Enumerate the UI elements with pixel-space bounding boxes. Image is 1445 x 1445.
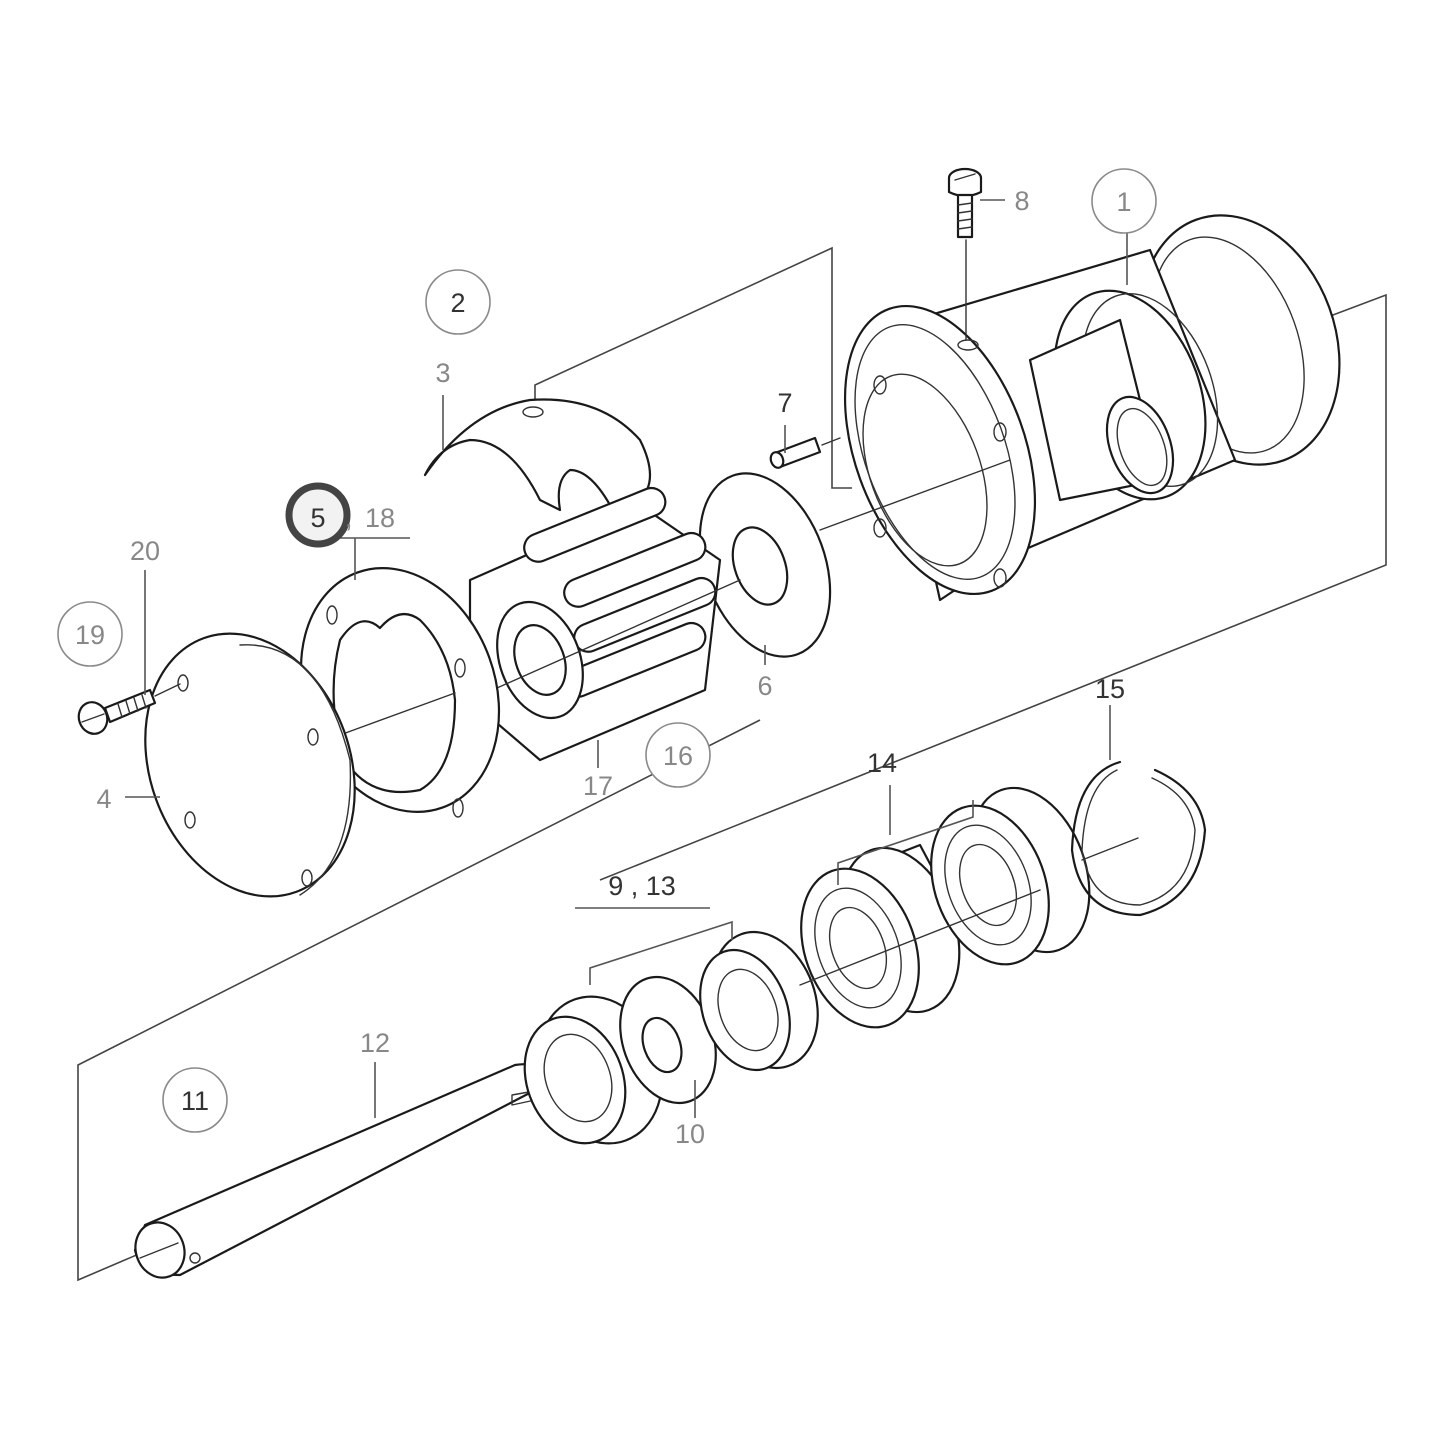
callout-label-8[interactable]: 8 — [1014, 186, 1029, 216]
upper-group-frame — [599, 293, 1387, 881]
callout-label-1: 1 — [1116, 187, 1131, 217]
callout-label-10[interactable]: 10 — [675, 1119, 705, 1149]
callout-label-7[interactable]: 7 — [777, 388, 792, 418]
callout-label-20[interactable]: 20 — [130, 536, 160, 566]
callout-1[interactable]: 1 — [1091, 168, 1157, 234]
bearing-part-front[interactable] — [780, 831, 980, 1044]
wear-plate-part[interactable] — [676, 455, 854, 675]
callout-label-3[interactable]: 3 — [435, 358, 450, 388]
callout-19[interactable]: 19 — [57, 601, 123, 667]
callout-label-9-13[interactable]: 9 , 13 — [608, 871, 676, 901]
callout-separator: , — [345, 503, 353, 533]
cover-part[interactable] — [110, 604, 390, 926]
circlip-part[interactable] — [1070, 760, 1207, 917]
cam-screw-part[interactable] — [947, 167, 983, 341]
callout-label-5: 5 — [310, 503, 325, 533]
callout-label-16: 16 — [663, 741, 693, 771]
callout-label-2: 2 — [450, 288, 465, 318]
callout-label-4[interactable]: 4 — [96, 784, 111, 814]
callout-label-6[interactable]: 6 — [757, 671, 772, 701]
callout-label-18[interactable]: 18 — [365, 503, 395, 533]
impeller-part[interactable] — [468, 484, 741, 762]
callout-16[interactable]: 16 — [645, 722, 711, 788]
callout-label-19: 19 — [75, 620, 105, 650]
callout-2[interactable]: 2 — [425, 269, 491, 335]
cam-part[interactable] — [423, 398, 651, 512]
callout-label-17[interactable]: 17 — [583, 771, 613, 801]
cover-screw-part[interactable] — [74, 683, 181, 738]
pump-housing-part[interactable] — [809, 187, 1373, 620]
callout-5-highlighted[interactable]: 5 — [285, 482, 351, 548]
spacer-part[interactable] — [684, 917, 836, 1083]
lower-axis — [799, 889, 1041, 986]
leader-lines — [125, 199, 1128, 1118]
cam-kit-frame — [534, 246, 852, 489]
callout-11[interactable]: 11 — [162, 1067, 228, 1133]
callout-label-14[interactable]: 14 — [867, 748, 897, 778]
callout-label-12[interactable]: 12 — [360, 1028, 390, 1058]
callout-label-11: 11 — [181, 1086, 209, 1116]
callout-label-15[interactable]: 15 — [1095, 674, 1125, 704]
pin-part[interactable] — [769, 436, 841, 470]
